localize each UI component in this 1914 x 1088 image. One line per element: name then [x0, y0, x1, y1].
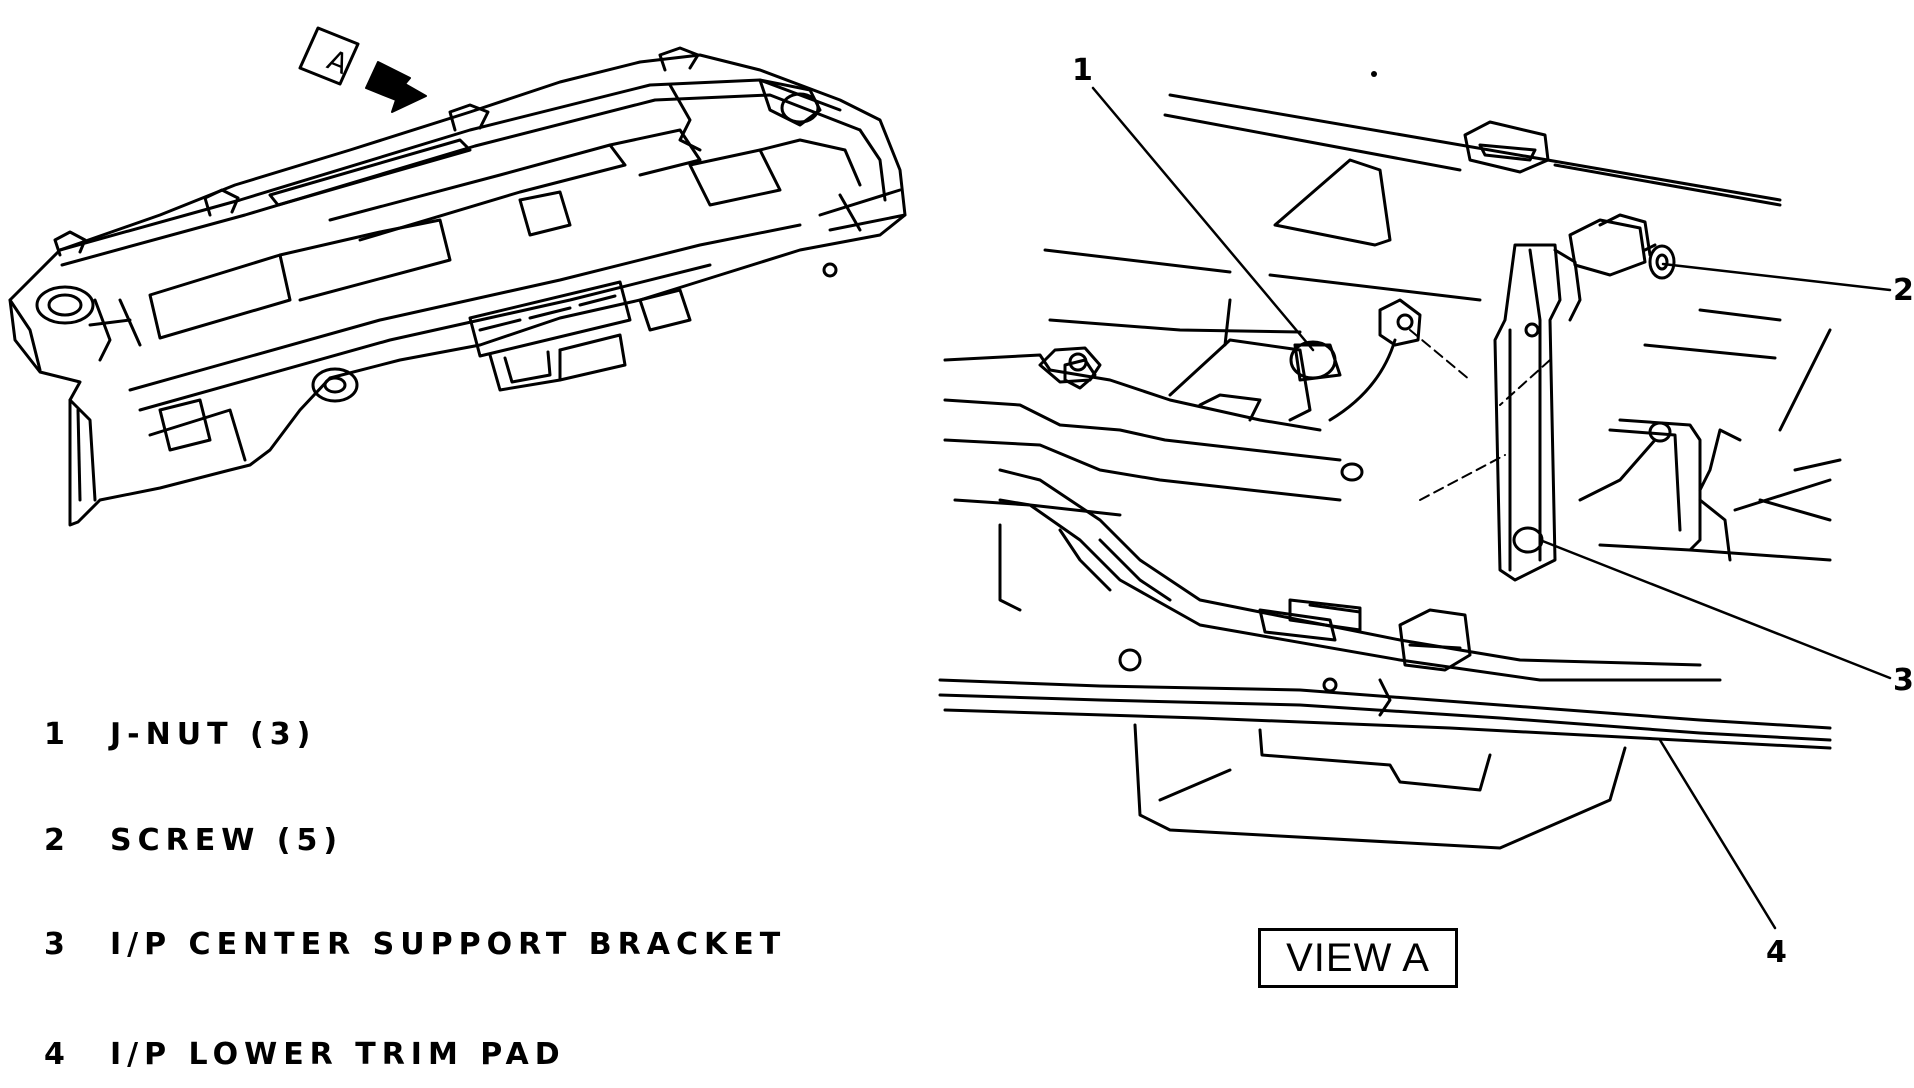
callout-3: 3 [1893, 663, 1914, 698]
callout-leader-lines [1091, 86, 1892, 930]
view-a-detail-drawing [938, 93, 1842, 850]
legend-item-text: J-NUT (3) [110, 716, 317, 752]
callout-2: 2 [1893, 273, 1914, 308]
view-a-label: VIEW A [1258, 928, 1458, 988]
legend-item-number: 4 [44, 1036, 71, 1072]
legend-item-text: I/P LOWER TRIM PAD [110, 1036, 566, 1072]
legend-item-text: I/P CENTER SUPPORT BRACKET [110, 926, 787, 962]
legend-item: 1 J-NUT (3) [44, 714, 316, 754]
leader-line-3 [1538, 538, 1892, 680]
legend-item-number: 2 [44, 822, 71, 858]
view-a-marker [298, 26, 427, 113]
leader-line-2 [1661, 262, 1892, 292]
legend-item-number: 3 [44, 926, 71, 962]
callout-4: 4 [1766, 935, 1787, 970]
legend-item: 4 I/P LOWER TRIM PAD [44, 1034, 566, 1074]
legend-item-text: SCREW (5) [110, 822, 344, 858]
instrument-panel-carrier-drawing [8, 46, 907, 527]
leader-line-4 [1658, 738, 1777, 930]
legend-item: 2 SCREW (5) [44, 820, 343, 860]
legend-item-number: 1 [44, 716, 71, 752]
leader-line-1 [1091, 86, 1315, 352]
legend-item: 3 I/P CENTER SUPPORT BRACKET [44, 924, 786, 964]
speck-mark [1371, 71, 1377, 77]
callout-1: 1 [1072, 53, 1093, 88]
